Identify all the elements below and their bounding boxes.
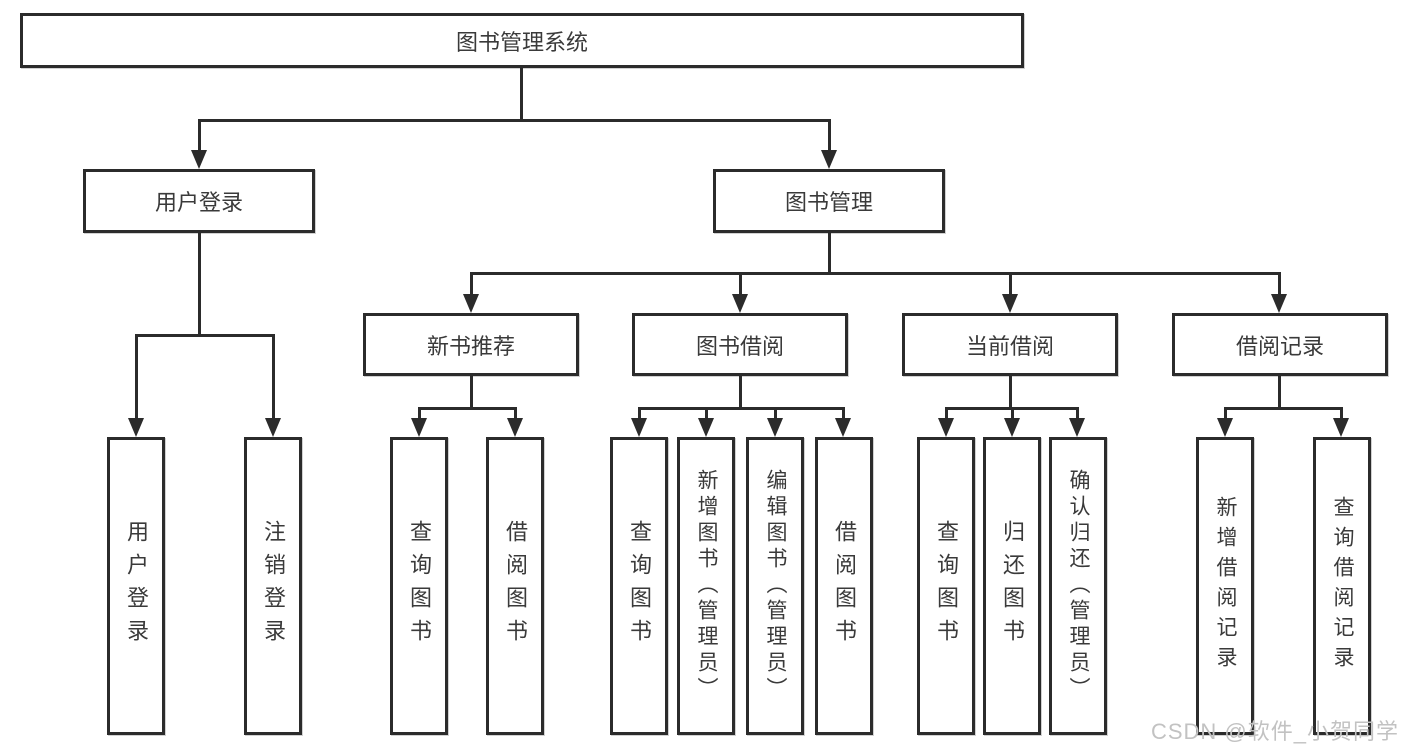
leaf-query-books-2: 查询图书 xyxy=(610,437,668,735)
node-new-book-recommend: 新书推荐 xyxy=(363,313,579,376)
node-label: 图书借阅 xyxy=(695,333,784,359)
node-label: 图书管理 xyxy=(784,190,873,215)
leaf-label: 新增借阅记录 xyxy=(1214,496,1237,676)
node-current-borrowing: 当前借阅 xyxy=(902,313,1118,376)
leaf-label: 借阅图书 xyxy=(832,520,857,652)
connector-line xyxy=(514,407,517,420)
leaf-label: 查询借阅记录 xyxy=(1331,496,1354,676)
leaf-query-borrow-record: 查询借阅记录 xyxy=(1313,437,1371,735)
connector-line xyxy=(470,272,473,295)
leaf-label: 借阅图书 xyxy=(503,520,528,652)
arrowhead-icon xyxy=(732,294,748,313)
node-label: 新书推荐 xyxy=(426,333,515,359)
connector-line xyxy=(739,376,742,409)
leaf-label: 注销登录 xyxy=(261,520,286,652)
leaf-label: 查询图书 xyxy=(407,520,432,652)
connector-line xyxy=(1009,272,1012,295)
leaf-label: 编辑图书（管理员） xyxy=(764,469,787,703)
arrowhead-icon xyxy=(1271,294,1287,313)
connector-line xyxy=(842,407,845,420)
connector-line xyxy=(828,119,831,151)
arrowhead-icon xyxy=(1217,418,1233,437)
leaf-label: 查询图书 xyxy=(934,520,959,652)
arrowhead-icon xyxy=(1069,418,1085,437)
connector-line xyxy=(1224,407,1227,420)
leaf-logout: 注销登录 xyxy=(244,437,302,735)
node-label: 当前借阅 xyxy=(965,333,1054,359)
arrowhead-icon xyxy=(1002,294,1018,313)
connector-line xyxy=(198,119,201,151)
arrowhead-icon xyxy=(1004,418,1020,437)
connector-line xyxy=(638,407,641,420)
connector-line xyxy=(135,334,275,337)
arrowhead-icon xyxy=(821,150,837,169)
arrowhead-icon xyxy=(265,418,281,437)
connector-line xyxy=(1278,272,1281,295)
connector-line xyxy=(1009,376,1012,409)
connector-line xyxy=(774,407,777,420)
leaf-add-borrow-record: 新增借阅记录 xyxy=(1196,437,1254,735)
leaf-return-books: 归还图书 xyxy=(983,437,1041,735)
leaf-label: 归还图书 xyxy=(1000,520,1025,652)
connector-line xyxy=(135,334,138,420)
connector-line xyxy=(418,407,421,420)
connector-line xyxy=(198,119,831,122)
leaf-borrow-books-2: 借阅图书 xyxy=(815,437,873,735)
node-label: 借阅记录 xyxy=(1235,333,1324,359)
connector-line xyxy=(470,376,473,409)
node-root: 图书管理系统 xyxy=(20,13,1024,68)
leaf-query-books-1: 查询图书 xyxy=(390,437,448,735)
leaf-edit-books-admin: 编辑图书（管理员） xyxy=(746,437,804,735)
arrowhead-icon xyxy=(128,418,144,437)
connector-line xyxy=(705,407,708,420)
connector-line xyxy=(739,272,742,295)
arrowhead-icon xyxy=(411,418,427,437)
node-user-login: 用户登录 xyxy=(83,169,315,233)
leaf-label: 确认归还（管理员） xyxy=(1067,469,1090,703)
node-book-borrowing: 图书借阅 xyxy=(632,313,848,376)
arrowhead-icon xyxy=(938,418,954,437)
connector-line xyxy=(1340,407,1343,420)
leaf-query-books-3: 查询图书 xyxy=(917,437,975,735)
connector-line xyxy=(470,272,1281,275)
connector-line xyxy=(1011,407,1014,420)
arrowhead-icon xyxy=(191,150,207,169)
connector-line xyxy=(520,68,523,122)
connector-line xyxy=(1278,376,1281,409)
connector-line xyxy=(198,233,201,336)
leaf-label: 查询图书 xyxy=(627,520,652,652)
arrowhead-icon xyxy=(463,294,479,313)
node-label: 用户登录 xyxy=(154,190,243,215)
node-borrowing-records: 借阅记录 xyxy=(1172,313,1388,376)
leaf-label: 用户登录 xyxy=(124,520,149,652)
connector-line xyxy=(1076,407,1079,420)
csdn-watermark: CSDN @软件_小贺同学 xyxy=(1150,719,1399,744)
arrowhead-icon xyxy=(631,418,647,437)
leaf-confirm-return-admin: 确认归还（管理员） xyxy=(1049,437,1107,735)
node-book-management: 图书管理 xyxy=(713,169,945,233)
arrowhead-icon xyxy=(698,418,714,437)
arrowhead-icon xyxy=(1333,418,1349,437)
connector-line xyxy=(945,407,948,420)
arrowhead-icon xyxy=(767,418,783,437)
connector-line xyxy=(272,334,275,420)
connector-line xyxy=(828,233,831,274)
leaf-user-login: 用户登录 xyxy=(107,437,165,735)
leaf-label: 新增图书（管理员） xyxy=(695,469,718,703)
connector-line xyxy=(418,407,517,410)
arrowhead-icon xyxy=(835,418,851,437)
connector-line xyxy=(1224,407,1342,410)
leaf-add-books-admin: 新增图书（管理员） xyxy=(677,437,735,735)
leaf-borrow-books-1: 借阅图书 xyxy=(486,437,544,735)
node-root-label: 图书管理系统 xyxy=(455,29,588,55)
connector-line xyxy=(638,407,845,410)
arrowhead-icon xyxy=(507,418,523,437)
